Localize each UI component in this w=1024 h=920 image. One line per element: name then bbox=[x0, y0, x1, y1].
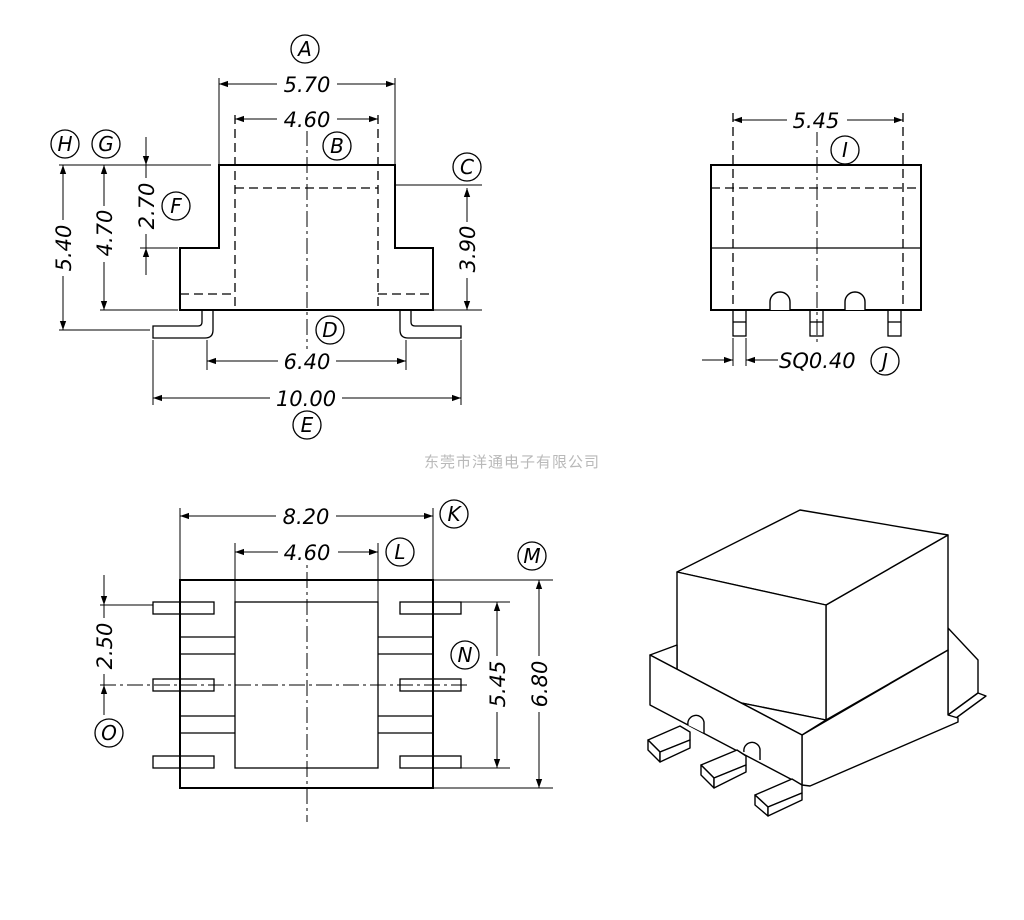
svg-text:O: O bbox=[101, 721, 117, 745]
side-body-outline bbox=[710, 164, 922, 311]
label-d: D bbox=[315, 315, 345, 345]
svg-text:C: C bbox=[460, 155, 474, 179]
label-l: L bbox=[385, 537, 415, 567]
svg-text:H: H bbox=[57, 132, 72, 156]
dim-e: 10.00 bbox=[276, 387, 336, 411]
ext-k bbox=[179, 508, 434, 580]
dim-a: 5.70 bbox=[284, 73, 331, 97]
iso-notch-1 bbox=[687, 714, 705, 733]
dim-h: 5.40 bbox=[52, 225, 76, 272]
company-watermark: 东莞市洋通电子有限公司 bbox=[424, 453, 600, 471]
label-m: M bbox=[517, 541, 547, 571]
label-i: I bbox=[830, 135, 860, 165]
svg-text:N: N bbox=[458, 643, 473, 667]
iso-pin-1 bbox=[647, 725, 691, 763]
pad-left-3 bbox=[152, 755, 215, 769]
label-j: J bbox=[870, 346, 900, 376]
side-notch-1 bbox=[769, 291, 791, 310]
svg-text:J: J bbox=[878, 349, 888, 373]
side-pin-3 bbox=[887, 309, 902, 337]
ext-e bbox=[152, 340, 462, 405]
iso-pin-2 bbox=[700, 749, 747, 789]
bottom-left-slots bbox=[180, 636, 235, 734]
front-pin-right bbox=[399, 310, 462, 339]
bottom-right-slots bbox=[378, 636, 433, 734]
side-hidden-lines bbox=[711, 113, 921, 310]
pad-left-1 bbox=[152, 601, 215, 615]
svg-text:A: A bbox=[296, 37, 312, 61]
svg-text:M: M bbox=[523, 544, 540, 568]
label-c: C bbox=[452, 152, 482, 182]
dim-m: 6.80 bbox=[528, 661, 552, 708]
ext-a bbox=[218, 78, 396, 165]
iso-pin-3 bbox=[754, 778, 803, 817]
ext-m bbox=[433, 579, 553, 789]
label-o: O bbox=[94, 718, 124, 748]
isometric-view bbox=[647, 509, 987, 817]
side-view: 5.45 SQ0.40 I J bbox=[702, 108, 922, 376]
label-n: N bbox=[450, 640, 480, 670]
dim-l: 4.60 bbox=[284, 541, 331, 565]
svg-text:B: B bbox=[330, 134, 344, 158]
svg-text:D: D bbox=[322, 318, 337, 342]
dim-n: 5.45 bbox=[486, 661, 510, 708]
dim-j: SQ0.40 bbox=[779, 349, 856, 373]
dim-c: 3.90 bbox=[456, 226, 480, 273]
dim-i: 5.45 bbox=[793, 109, 840, 133]
svg-text:G: G bbox=[98, 132, 114, 156]
dim-k: 8.20 bbox=[283, 505, 330, 529]
dim-d: 6.40 bbox=[284, 350, 331, 374]
label-e: E bbox=[292, 410, 322, 440]
ext-n bbox=[461, 601, 510, 769]
ext-d bbox=[206, 340, 407, 370]
dim-f: 2.70 bbox=[135, 183, 159, 230]
bottom-view: 8.20 4.60 6.80 5.45 2.50 K L M N O bbox=[92, 499, 553, 822]
pad-right-3 bbox=[399, 755, 462, 769]
label-h: H bbox=[50, 129, 80, 159]
front-pin-left bbox=[152, 310, 214, 339]
label-f: F bbox=[161, 191, 191, 221]
label-g: G bbox=[91, 129, 121, 159]
label-k: K bbox=[439, 499, 469, 529]
side-notch-2 bbox=[844, 291, 866, 310]
pad-right-1 bbox=[399, 601, 462, 615]
iso-notch-2 bbox=[743, 741, 761, 760]
svg-text:E: E bbox=[301, 413, 314, 437]
label-b: B bbox=[322, 131, 352, 161]
label-a: A bbox=[290, 34, 320, 64]
svg-text:K: K bbox=[447, 502, 462, 526]
side-pin-2 bbox=[809, 309, 824, 337]
dim-g: 4.70 bbox=[93, 210, 117, 257]
front-view: 5.70 4.60 3.90 5.40 4.70 2.70 6.40 10.00… bbox=[50, 34, 482, 440]
svg-text:F: F bbox=[170, 194, 182, 218]
side-pin-1 bbox=[732, 309, 747, 337]
iso-base-right bbox=[801, 649, 959, 787]
ext-j bbox=[732, 338, 747, 366]
dim-o: 2.50 bbox=[93, 623, 117, 670]
svg-text:I: I bbox=[842, 138, 848, 162]
dim-b-width: 4.60 bbox=[284, 108, 331, 132]
svg-text:L: L bbox=[394, 540, 405, 564]
